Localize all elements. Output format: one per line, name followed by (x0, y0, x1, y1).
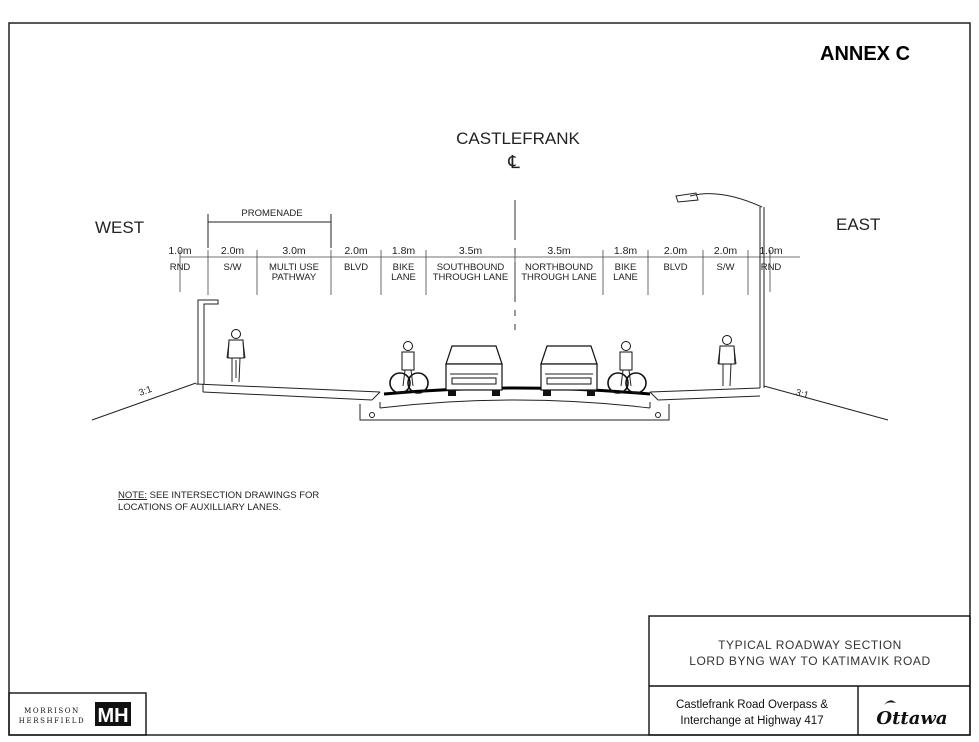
segment-width: 1.8m (392, 245, 416, 257)
segment-label-line2: LANE (391, 272, 416, 283)
ottawa-logo-swoosh (884, 700, 896, 705)
title-block (648, 615, 971, 736)
segment-width: 1.0m (168, 245, 192, 257)
left-surface-top (195, 383, 381, 393)
note-label: NOTE: (118, 490, 147, 501)
left-pole (197, 299, 219, 384)
drawing-title-2: LORD BYNG WAY TO KATIMAVIK ROAD (689, 654, 931, 668)
roadway-surface (383, 386, 651, 396)
promenade-label: PROMENADE (241, 208, 302, 219)
vehicle-northbound (540, 345, 598, 396)
segment-width: 3.0m (282, 245, 306, 257)
note-text-1: SEE INTERSECTION DRAWINGS FOR (147, 490, 319, 501)
note-line-1: NOTE: SEE INTERSECTION DRAWINGS FOR (118, 490, 319, 501)
drain-right (655, 412, 661, 418)
roadway-structure-arc (379, 399, 651, 409)
firm-mark: MH (97, 705, 128, 727)
left-surface-bottom (202, 391, 373, 401)
segment-width: 1.0m (759, 245, 783, 257)
segment-label: BLVD (344, 262, 368, 273)
project-title-1: Castlefrank Road Overpass & (676, 699, 828, 711)
firm-name-2: HERSHFIELD (19, 717, 85, 725)
segment-label-line2: PATHWAY (272, 272, 317, 283)
project-title-2: Interchange at Highway 417 (680, 715, 823, 727)
cyclist-right (607, 341, 647, 394)
segment-label-line2: THROUGH LANE (521, 272, 596, 283)
centerline-symbol: ℄ (507, 152, 520, 172)
segment-label: S/W (224, 262, 242, 273)
ottawa-logo-text: Ottawa (876, 708, 947, 729)
segment-width: 3.5m (459, 245, 483, 257)
segment-width: 2.0m (344, 245, 368, 257)
right-surface-bottom (657, 395, 761, 401)
segment-label: MULTI USE (269, 262, 319, 273)
light-luminaire (675, 192, 699, 203)
pedestrian-left (226, 329, 246, 383)
right-surface-top (649, 387, 761, 393)
vehicle-southbound (445, 345, 503, 396)
segment-label-line2: THROUGH LANE (433, 272, 508, 283)
left-embankment (91, 382, 197, 421)
segment-label: RND (170, 262, 191, 273)
segment-label: NORTHBOUND (525, 262, 593, 273)
centerline-name: CASTLEFRANK (456, 129, 580, 148)
west-label: WEST (95, 218, 144, 237)
firm-mark-box (95, 702, 131, 726)
light-arm (689, 193, 763, 208)
segment-width: 1.8m (614, 245, 638, 257)
segment-label: SOUTHBOUND (437, 262, 505, 273)
segment-label: S/W (717, 262, 735, 273)
note-line-2: LOCATIONS OF AUXILLIARY LANES. (118, 502, 281, 513)
segment-label: BIKE (393, 262, 415, 273)
segment-label: RND (761, 262, 782, 273)
right-slope-label: 3:1 (794, 387, 810, 401)
ottawa-logo: Ottawa (876, 700, 948, 729)
segment-width: 2.0m (714, 245, 738, 257)
right-embankment (763, 385, 889, 421)
drain-left (369, 412, 375, 418)
pedestrian-right (717, 335, 737, 387)
segment-width: 2.0m (664, 245, 688, 257)
roadway-structure (359, 404, 670, 421)
segment-label: BIKE (615, 262, 637, 273)
drawing-title-1: TYPICAL ROADWAY SECTION (718, 638, 902, 652)
segment-label-line2: LANE (613, 272, 638, 283)
left-slope-label: 3:1 (137, 384, 153, 399)
segment-label: BLVD (663, 262, 687, 273)
east-label: EAST (836, 215, 880, 234)
annex-label: ANNEX C (820, 43, 910, 65)
sheet-border (8, 22, 971, 736)
right-curb (649, 391, 659, 401)
cyclist-left (389, 341, 429, 394)
left-curb (371, 391, 381, 401)
firm-name-1: MORRISON (24, 707, 80, 715)
segment-width: 2.0m (221, 245, 245, 257)
segment-width: 3.5m (547, 245, 571, 257)
firm-block (8, 692, 147, 736)
